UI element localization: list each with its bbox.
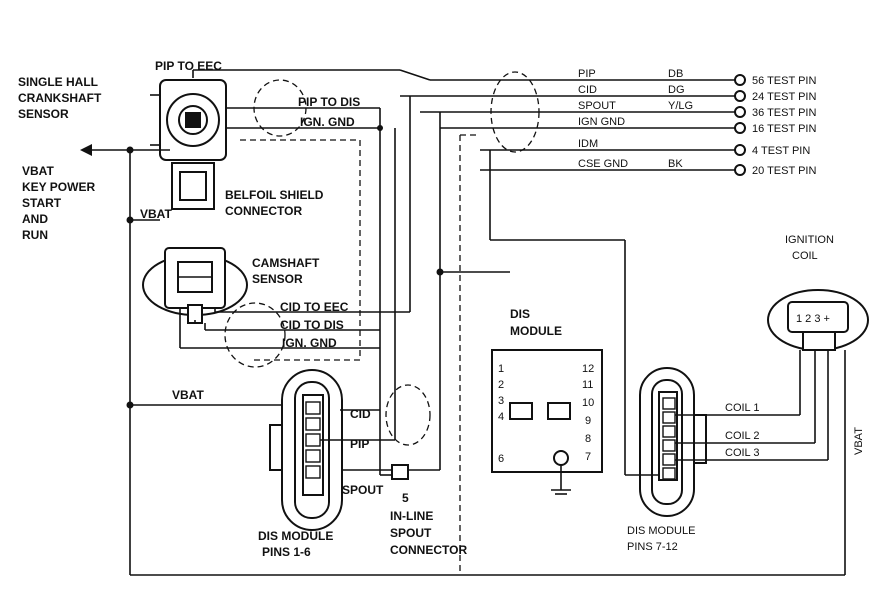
label-vbat-3: START [22, 196, 62, 210]
label-camshaft-2: SENSOR [252, 272, 303, 286]
label-belfoil-1: BELFOIL SHIELD [225, 188, 324, 202]
wire-color: BK [668, 158, 683, 170]
label-vbat-low: VBAT [172, 388, 204, 402]
label-coil2: COIL 2 [725, 430, 759, 442]
test-pin-label: 36 TEST PIN [752, 107, 816, 119]
label-ign-gnd-top: IGN. GND [300, 115, 355, 129]
pin-number: 9 [585, 415, 591, 427]
test-pin-row-4: IDM 4 TEST PIN [578, 138, 810, 157]
label-vbat-4: AND [22, 212, 48, 226]
pin-number: 8 [585, 433, 591, 445]
label-coil-pins: 1 2 3 + [796, 313, 830, 325]
label-ignition: IGNITION [785, 234, 834, 246]
dis-module-pins-1-6 [269, 369, 343, 531]
signal-label: CID [578, 84, 597, 96]
dis-module-box [491, 349, 603, 495]
dis-module-pin-numbers: 1 2 3 4 6 12 11 10 9 8 7 [498, 363, 594, 465]
shield-dashes [224, 71, 540, 575]
inline-spout-connector [391, 464, 409, 480]
signal-label: CSE GND [578, 158, 628, 170]
pin-number: 11 [582, 379, 593, 391]
test-pin-row-5: CSE GND BK 20 TEST PIN [578, 158, 816, 177]
label-inline-1: IN-LINE [390, 509, 433, 523]
pin-number: 12 [582, 363, 594, 375]
label-dis: DIS [510, 307, 530, 321]
test-pin-row-1: CID DG 24 TEST PIN [578, 84, 816, 103]
label-vbat-right: VBAT [853, 427, 865, 455]
label-coil: COIL [792, 250, 818, 262]
label-vbat-5: RUN [22, 228, 48, 242]
label-dis16-1: DIS MODULE [258, 529, 333, 543]
wire-color: Y/LG [668, 100, 693, 112]
test-pin-row-2: SPOUT Y/LG 36 TEST PIN [578, 100, 816, 119]
wire-color: DG [668, 84, 685, 96]
label-spout: SPOUT [342, 483, 384, 497]
camshaft-sensor [142, 247, 248, 324]
test-pin-label: 56 TEST PIN [752, 75, 816, 87]
signal-label: IDM [578, 138, 598, 150]
test-pin-row-0: PIP DB 56 TEST PIN [578, 68, 816, 87]
label-cid: CID [350, 407, 371, 421]
label-five: 5 [402, 491, 409, 505]
label-coil3: COIL 3 [725, 447, 759, 459]
label-vbat-2: KEY POWER [22, 180, 95, 194]
belfoil-shield-connector [171, 162, 215, 210]
pin-number: 10 [582, 397, 594, 409]
pin-number: 1 [498, 363, 504, 375]
pin-number: 2 [498, 379, 504, 391]
label-dis712-2: PINS 7-12 [627, 541, 678, 553]
signal-label: IGN GND [578, 116, 625, 128]
label-pip-to-eec: PIP TO EEC [155, 59, 222, 73]
label-belfoil-2: CONNECTOR [225, 204, 302, 218]
test-pin-label: 20 TEST PIN [752, 165, 816, 177]
test-pin-row-3: IGN GND 16 TEST PIN [578, 116, 816, 135]
wires [80, 69, 846, 576]
crankshaft-sensor [150, 79, 227, 161]
label-crank-2: CRANKSHAFT [18, 91, 102, 105]
ignition-coil [767, 289, 869, 351]
label-vbat-mid: VBAT [140, 207, 172, 221]
signal-label: SPOUT [578, 100, 616, 112]
pin-number: 3 [498, 395, 504, 407]
label-inline-2: SPOUT [390, 526, 432, 540]
label-camshaft-1: CAMSHAFT [252, 256, 320, 270]
test-pin-label: 16 TEST PIN [752, 123, 816, 135]
label-crank-1: SINGLE HALL [18, 75, 98, 89]
label-inline-3: CONNECTOR [390, 543, 467, 557]
wire-color: DB [668, 68, 683, 80]
label-ign-gnd-mid: IGN. GND [282, 336, 337, 350]
label-pip: PIP [350, 437, 369, 451]
pin-number: 6 [498, 453, 504, 465]
pin-number: 7 [585, 451, 591, 463]
label-crank-3: SENSOR [18, 107, 69, 121]
dis-module-pins-7-12 [639, 367, 707, 517]
label-cid-to-dis: CID TO DIS [280, 318, 344, 332]
label-module: MODULE [510, 324, 562, 338]
label-dis712-1: DIS MODULE [627, 525, 695, 537]
test-pin-label: 24 TEST PIN [752, 91, 816, 103]
label-dis16-2: PINS 1-6 [262, 545, 311, 559]
label-vbat-1: VBAT [22, 164, 54, 178]
test-pin-terminals [734, 74, 746, 176]
label-cid-to-eec: CID TO EEC [280, 300, 349, 314]
pin-number: 4 [498, 411, 504, 423]
signal-label: PIP [578, 68, 596, 80]
test-pin-label: 4 TEST PIN [752, 145, 810, 157]
label-pip-to-dis: PIP TO DIS [298, 95, 360, 109]
label-coil1: COIL 1 [725, 402, 759, 414]
